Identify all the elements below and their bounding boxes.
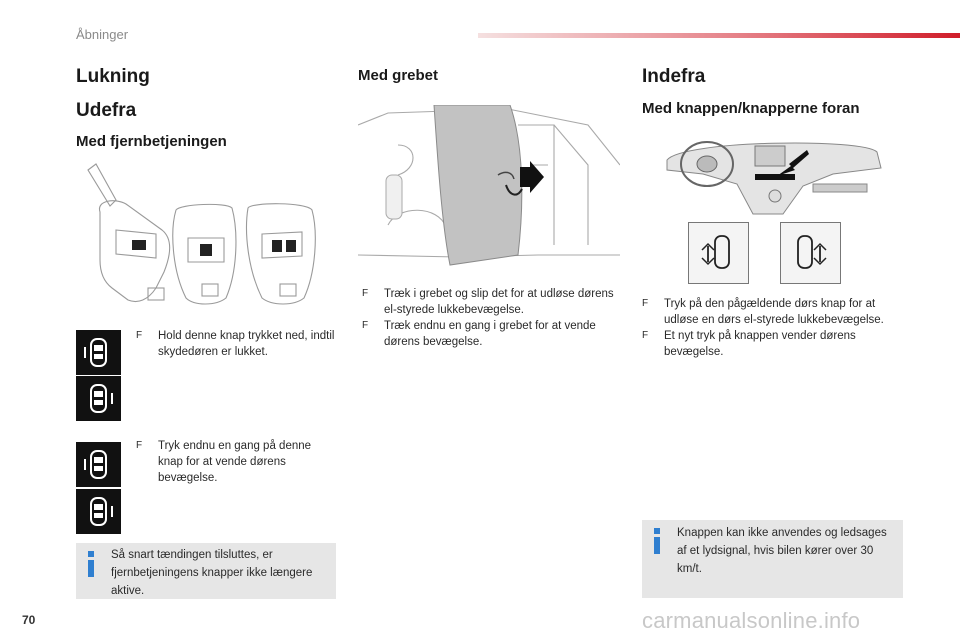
heading-handle: Med grebet (358, 67, 439, 84)
door-button-left (688, 222, 749, 284)
bullet-pull-handle: F Træk i grebet og slip det for at udløs… (362, 288, 614, 316)
bullet-press-again-front: F Et nyt tryk på knappen vender dørens b… (642, 330, 856, 358)
heading-remote: Med fjernbetjeningen (76, 133, 227, 150)
bullet-press-door-button: F Tryk på den pågældende dørs knap for a… (642, 298, 884, 326)
info-icon (88, 551, 94, 577)
title-closing: Lukning (76, 66, 150, 87)
bullet-hold-button: F Hold denne knap trykket ned, indtil sk… (136, 330, 335, 358)
header-accent-bar (478, 33, 960, 38)
page-number: 70 (22, 613, 36, 627)
sliding-door-icon (76, 489, 121, 534)
watermark: carmanualsonline.info (642, 608, 861, 633)
bullet-pull-again: F Træk endnu en gang i grebet for at ven… (362, 320, 596, 348)
bullet-icon: F (642, 298, 649, 309)
bullet-icon: F (362, 320, 369, 331)
sliding-door-icon (76, 376, 121, 421)
info-box-speed: Knappen kan ikke anvendes og ledsages af… (642, 520, 903, 598)
info-text-remote: Så snart tændingen tilsluttes, er fjernb… (111, 549, 313, 597)
remote-keys-illustration (76, 160, 336, 310)
bullet-press-again: F Tryk endnu en gang på denne knap for a… (136, 440, 312, 484)
door-button-right (780, 222, 841, 284)
bullet-icon: F (136, 330, 143, 341)
section-title: Åbninger (76, 27, 129, 42)
info-text-speed: Knappen kan ikke anvendes og ledsages af… (677, 527, 887, 575)
bullet-icon: F (362, 288, 369, 299)
van-sliding-door-illustration (358, 105, 620, 275)
subtitle-outside: Udefra (76, 100, 137, 121)
info-box-remote: Så snart tændingen tilsluttes, er fjernb… (76, 543, 336, 599)
sliding-door-icon (76, 442, 121, 487)
bullet-icon: F (642, 330, 649, 341)
heading-front-buttons: Med knappen/knapperne foran (642, 100, 860, 117)
info-icon (654, 528, 660, 554)
dashboard-illustration (666, 141, 882, 215)
title-inside: Indefra (642, 66, 706, 87)
sliding-door-icon (76, 330, 121, 375)
bullet-icon: F (136, 440, 143, 451)
